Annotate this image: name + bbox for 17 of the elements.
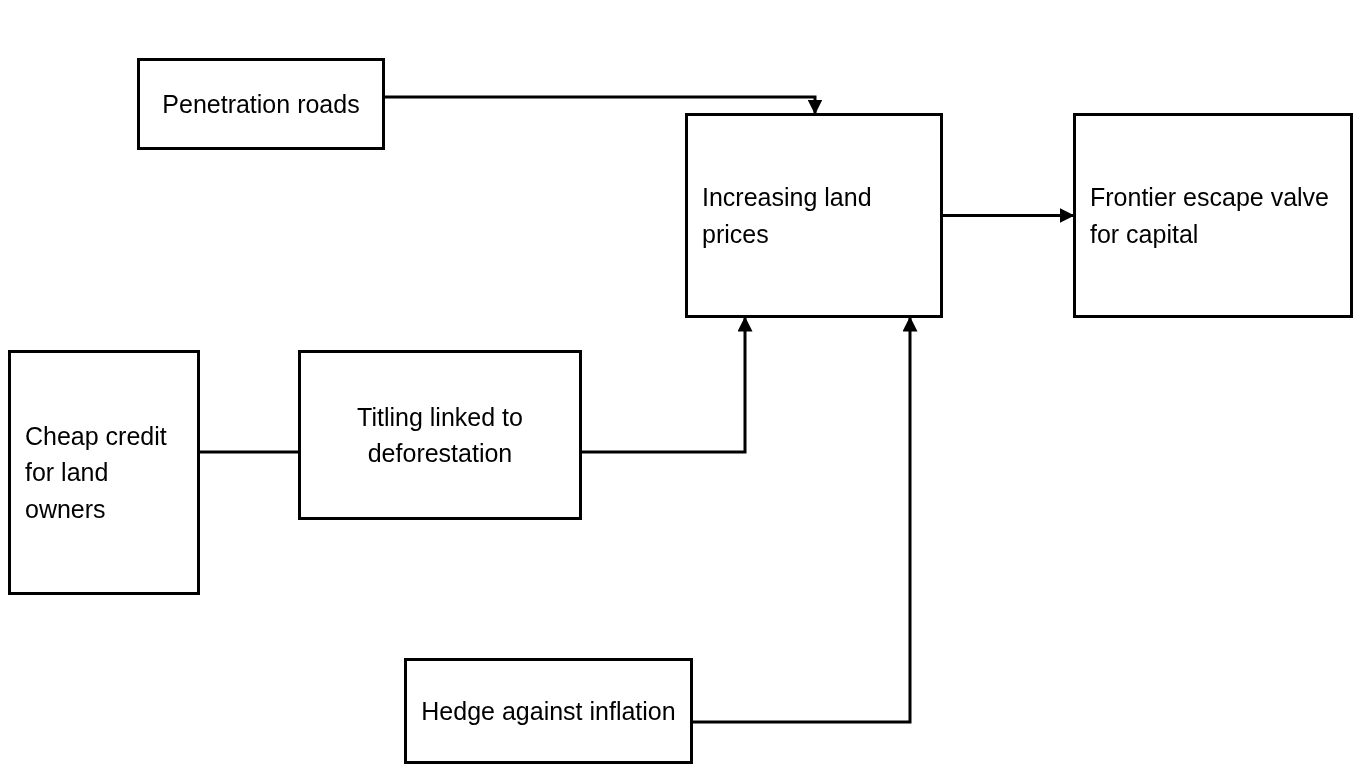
process-box <box>8 350 200 595</box>
box-text: Hedge against inflation <box>421 695 676 727</box>
arrow <box>693 316 918 724</box>
process-box <box>137 58 385 150</box>
process-box <box>685 113 943 318</box>
arrow <box>943 208 1075 223</box>
connector-line <box>200 450 298 454</box>
box-text: Penetration roads <box>162 88 360 120</box>
process-box <box>404 658 693 764</box>
arrow <box>582 316 753 454</box>
box-text: Frontier escape valve for capital <box>1090 182 1330 250</box>
box-text: Increasing land prices <box>702 182 873 250</box>
box-text: Titling linked to deforestation <box>356 401 524 469</box>
process-box <box>1073 113 1353 318</box>
arrow <box>385 95 823 115</box>
process-box <box>298 350 582 520</box>
box-text: Cheap credit for land owners <box>25 421 168 525</box>
